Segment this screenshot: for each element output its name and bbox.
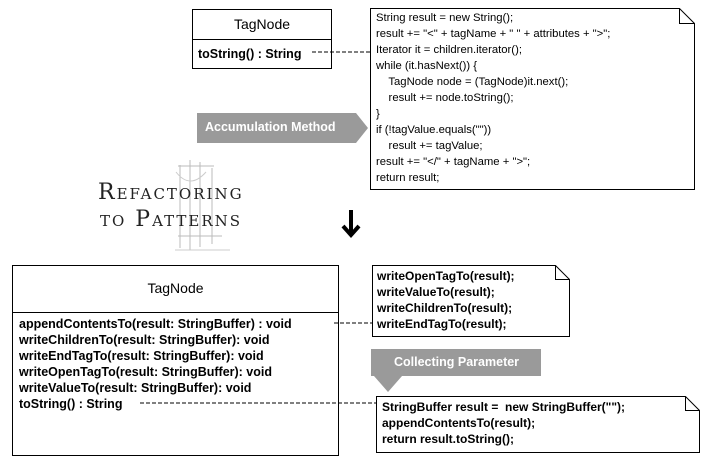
- after-note-1-lines: writeOpenTagTo(result); writeValueTo(res…: [377, 268, 515, 332]
- before-note-line: result += node.toString();: [376, 92, 514, 104]
- before-note-line: if (!tagValue.equals("")): [376, 124, 492, 136]
- before-note-line: }: [376, 108, 380, 120]
- after-note-2-line: StringBuffer result = new StringBuffer("…: [382, 400, 626, 414]
- after-note-1-line: writeValueTo(result);: [377, 285, 495, 299]
- collecting-parameter-shape: [371, 349, 541, 392]
- after-operation: writeChildrenTo(result: StringBuffer): v…: [19, 333, 270, 347]
- before-note-line: return result;: [376, 172, 440, 184]
- before-note-lines: String result = new String(); result += …: [376, 10, 610, 186]
- before-note-line: result += tagValue;: [376, 140, 483, 152]
- after-operation: appendContentsTo(result: StringBuffer) :…: [19, 317, 292, 331]
- after-operation: writeEndTagTo(result: StringBuffer): voi…: [19, 349, 264, 363]
- after-note-2-line: appendContentsTo(result);: [382, 416, 536, 430]
- before-note-line: while (it.hasNext()) {: [376, 60, 478, 72]
- after-note-1-line: writeChildrenTo(result);: [377, 301, 513, 315]
- accumulation-method-label: Accumulation Method: [205, 120, 336, 134]
- before-class-box: TagNode toString() : String: [192, 9, 332, 69]
- after-note-1-outline: [372, 265, 570, 337]
- after-note-2: StringBuffer result = new StringBuffer("…: [376, 396, 700, 453]
- before-class-divider: [193, 39, 331, 40]
- before-class-name: TagNode: [233, 16, 291, 32]
- before-note-line: String result = new String();: [376, 12, 514, 24]
- after-note-1: writeOpenTagTo(result); writeValueTo(res…: [372, 265, 570, 337]
- after-note-2-outline: [376, 396, 700, 453]
- after-class-name: TagNode: [147, 280, 204, 296]
- logo-line-1: Refactoring: [98, 180, 244, 205]
- after-operation: writeOpenTagTo(result: StringBuffer): vo…: [19, 365, 273, 379]
- after-operation: writeValueTo(result: StringBuffer): void: [19, 381, 252, 395]
- accumulation-method-shape: [197, 113, 368, 143]
- before-note-line: result += "</" + tagName + ">";: [376, 156, 531, 168]
- after-note-1-line: writeEndTagTo(result);: [377, 317, 507, 331]
- logo-line-2: to Patterns: [100, 207, 243, 232]
- collecting-parameter-label: Collecting Parameter: [394, 355, 520, 369]
- before-note-line: Iterator it = children.iterator();: [376, 44, 522, 56]
- after-operation: toString() : String: [19, 397, 123, 411]
- after-class-box: TagNode appendContentsTo(result: StringB…: [12, 265, 339, 456]
- after-note-2-lines: StringBuffer result = new StringBuffer("…: [382, 399, 625, 447]
- after-note-2-line: return result.toString();: [382, 432, 514, 446]
- after-operations: appendContentsTo(result: StringBuffer) :…: [19, 316, 292, 412]
- before-note-line: TagNode node = (TagNode)it.next();: [376, 76, 569, 88]
- before-operation-tostring: toString() : String: [198, 47, 302, 61]
- after-note-1-line: writeOpenTagTo(result);: [377, 269, 515, 283]
- before-code-note: String result = new String(); result += …: [370, 8, 695, 190]
- before-note-line: result += "<" + tagName + " " + attribut…: [376, 28, 611, 40]
- after-class-divider: [13, 312, 338, 313]
- refactoring-logo-graphic: [175, 160, 230, 251]
- before-note-outline: [370, 8, 695, 190]
- down-arrow-icon: [341, 210, 361, 239]
